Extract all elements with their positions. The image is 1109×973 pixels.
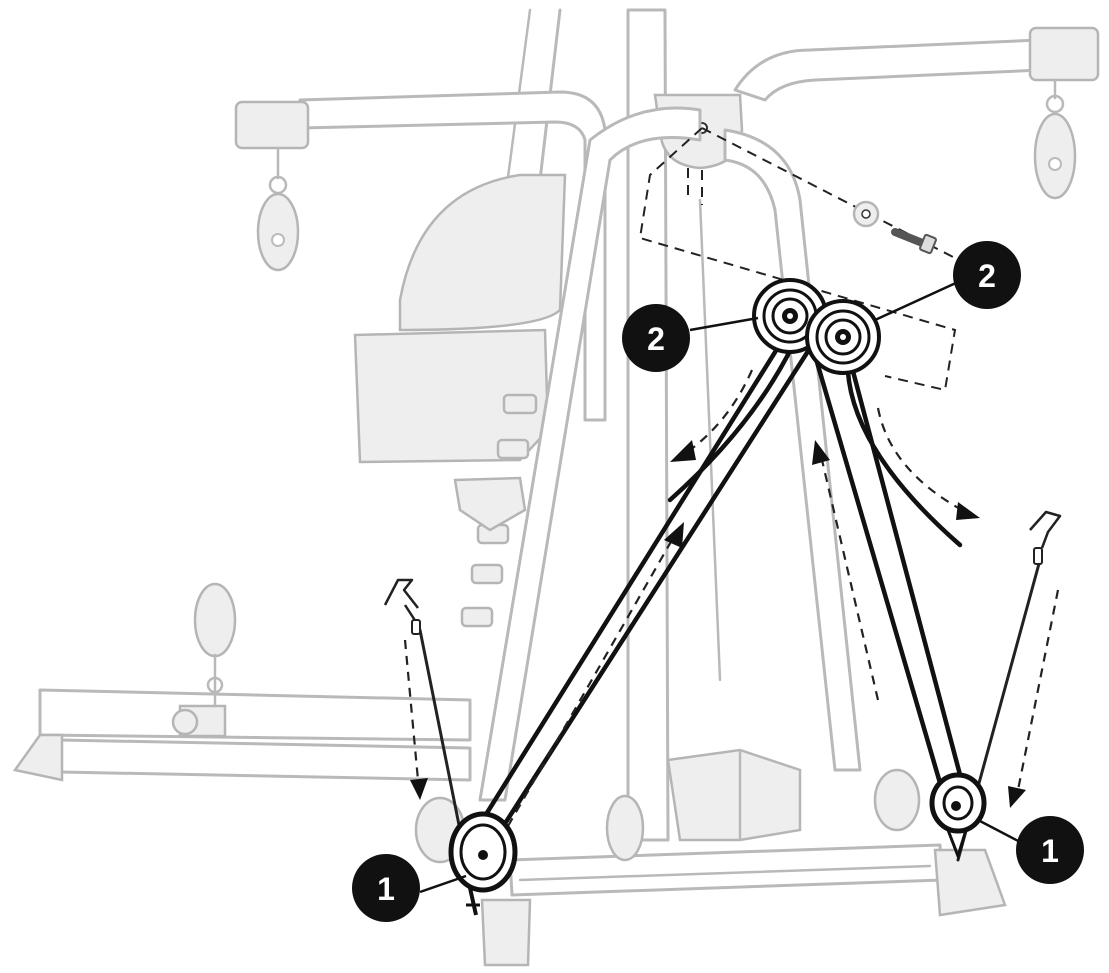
callout-label: 1 [1041, 833, 1059, 869]
pulleys [448, 278, 987, 916]
cable-right-lower [809, 342, 948, 803]
low-right-ghost-pulley [873, 768, 921, 832]
center-tower [626, 8, 670, 842]
right-arm-end-cap [1028, 26, 1100, 82]
right-arm [733, 38, 1044, 102]
base-foot-left [480, 898, 532, 967]
callout-label: 2 [647, 321, 665, 357]
front-left-leg [478, 106, 702, 802]
callout-leaders [419, 280, 1023, 894]
cable-loose-right [845, 347, 963, 548]
callout-1-left: 1 [352, 854, 420, 922]
lower-right-pulley [929, 772, 987, 861]
callout-2-right: 2 [953, 241, 1021, 309]
right-arm-pulley [1033, 112, 1077, 200]
weight-box [666, 748, 802, 842]
machine-frame [12, 8, 1100, 967]
lower-left-pulley [448, 811, 518, 916]
direction-arrows [403, 369, 1060, 841]
rail-pulley [193, 582, 237, 658]
left-rail [38, 688, 472, 742]
left-hook [383, 578, 419, 609]
upper-right-pulley [805, 299, 881, 375]
base-foot-right [933, 848, 1007, 917]
right-hook [1029, 510, 1062, 549]
left-arm [298, 90, 607, 422]
base-frame [508, 843, 944, 897]
low-center-pulley [605, 794, 645, 862]
arrow-left-down [403, 639, 420, 781]
arrow-left-diagonal-up [499, 539, 673, 841]
arrow-upper-right-curve [876, 407, 963, 511]
callout-label: 2 [978, 258, 996, 294]
seat-pad [353, 328, 550, 464]
callout-2-left: 2 [622, 304, 690, 372]
callout-1-right: 1 [1016, 816, 1084, 884]
left-arm-end-cap [234, 100, 310, 150]
arrow-upper-left-curve [689, 369, 754, 451]
seat-back [398, 173, 567, 332]
front-right-leg [723, 128, 862, 772]
bolt [891, 228, 929, 248]
left-arm-pulley [256, 192, 300, 272]
callout-label: 1 [377, 871, 395, 907]
arrow-far-right-down [1016, 589, 1060, 791]
